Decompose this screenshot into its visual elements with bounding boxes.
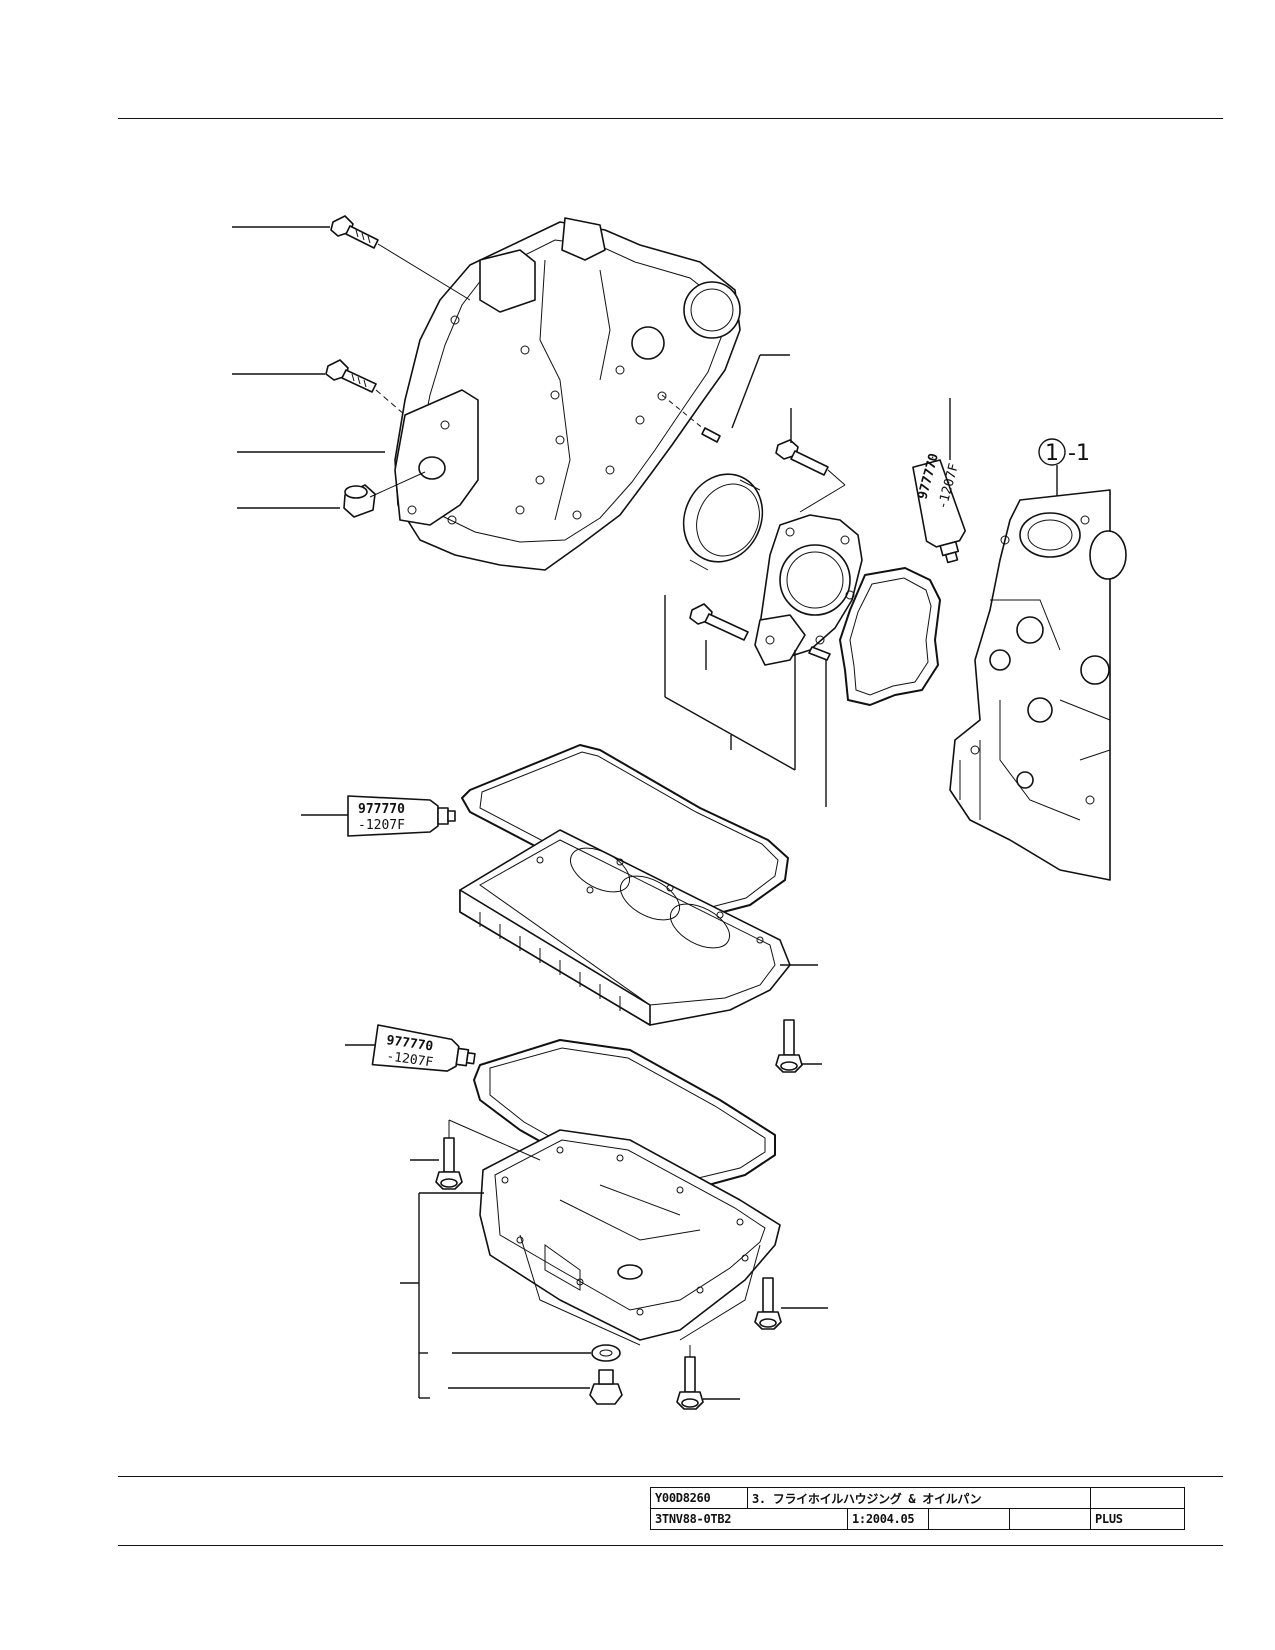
seal-housing-pin bbox=[808, 646, 831, 807]
seal-housing bbox=[754, 514, 863, 666]
lower-pan-bolt-left bbox=[410, 1119, 541, 1190]
dowel-pin bbox=[661, 354, 790, 443]
title-block: Y00D8260 3. フライホイルハウジング & オイルパン 3TNV88-0… bbox=[650, 1487, 1185, 1530]
title-blank-cell bbox=[1090, 1487, 1185, 1509]
cylinder-block bbox=[949, 489, 1127, 881]
bottom-rule-lower bbox=[118, 1545, 1223, 1546]
plug bbox=[343, 484, 376, 518]
oil-seal bbox=[682, 473, 764, 571]
oil-pan-lower bbox=[479, 1129, 781, 1346]
reference-callout: 1 -1 bbox=[1038, 438, 1090, 500]
blank-cell-b bbox=[1009, 1508, 1091, 1530]
seal-housing-bolt-lower bbox=[689, 603, 749, 670]
lower-pan-bolt-right bbox=[754, 1277, 828, 1330]
housing-bolt-middle bbox=[325, 359, 377, 393]
leader-lines-upper-left bbox=[232, 226, 471, 509]
tube-middle-suffix: -1207F bbox=[358, 818, 405, 833]
tube-middle-code: 977770 bbox=[358, 802, 405, 817]
drawing-number: Y00D8260 bbox=[650, 1487, 748, 1509]
lower-oil-pan-gasket bbox=[473, 1039, 776, 1191]
lower-pan-bolt-bottom bbox=[676, 1345, 740, 1410]
rear-gasket bbox=[839, 567, 941, 706]
housing-bolt-top bbox=[330, 215, 379, 249]
upper-pan-bolt bbox=[775, 1019, 822, 1073]
seal-group-bracket bbox=[664, 595, 796, 771]
seal-housing-bolt-upper bbox=[775, 408, 846, 513]
sealant-tube-lower: 977770 -1207F bbox=[345, 1024, 476, 1072]
drawing-title: 3. フライホイルハウジング & オイルパン bbox=[747, 1487, 1091, 1509]
callout-suffix: -1 bbox=[1068, 441, 1090, 466]
tube-lower-suffix: -1207F bbox=[385, 1049, 434, 1070]
sealant-tube-top: 977770 -1207F bbox=[912, 398, 967, 564]
revision-date: 1:2004.05 bbox=[847, 1508, 929, 1530]
tube-lower-code: 977770 bbox=[385, 1033, 434, 1054]
lower-pan-bracket bbox=[400, 1192, 484, 1399]
flywheel-housing bbox=[394, 217, 741, 571]
grade-label: PLUS bbox=[1090, 1508, 1185, 1530]
bottom-rule-upper bbox=[118, 1476, 1223, 1477]
top-rule bbox=[118, 118, 1223, 119]
sealant-tube-middle: 977770 -1207F bbox=[301, 795, 456, 837]
drain-washer bbox=[452, 1344, 621, 1362]
drain-plug bbox=[448, 1369, 623, 1405]
model-number: 3TNV88-0TB2 bbox=[650, 1508, 848, 1530]
callout-number: 1 bbox=[1045, 441, 1059, 466]
oil-pan-upper bbox=[459, 829, 818, 1026]
blank-cell-a bbox=[928, 1508, 1010, 1530]
